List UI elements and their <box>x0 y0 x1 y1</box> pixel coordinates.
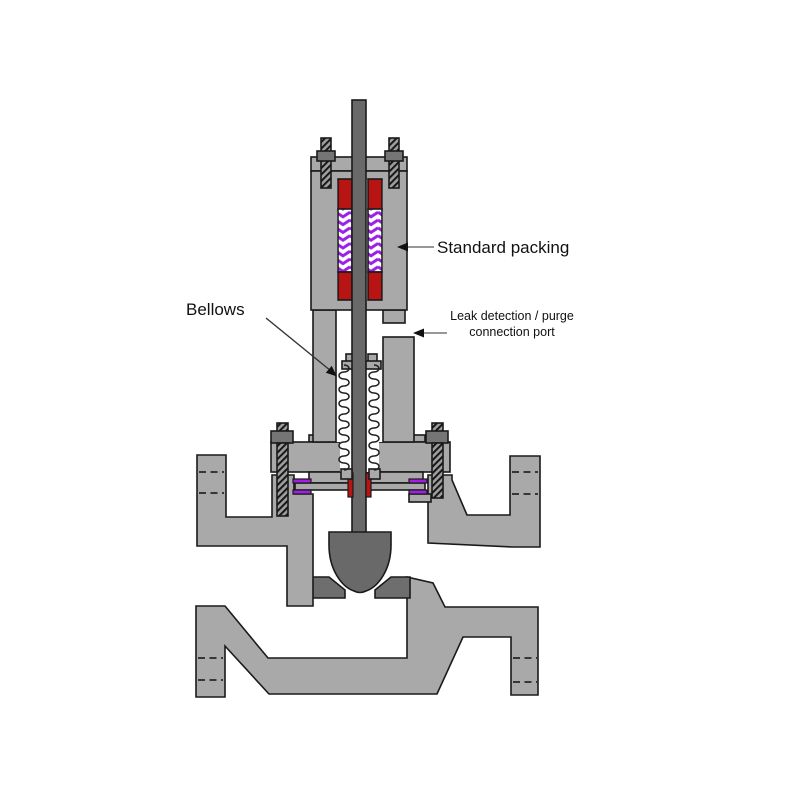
neck-wall-left <box>312 309 337 443</box>
leak-port-arrowhead-icon <box>413 328 424 338</box>
packing-arrowhead-icon <box>397 242 408 252</box>
bellows-leader-line <box>265 317 332 372</box>
gasket-ledge-right <box>408 493 432 503</box>
packing-follower-top-right <box>367 178 383 211</box>
bonnet-stud-left <box>276 442 289 517</box>
flange-bolt-hole-dashes <box>198 471 538 683</box>
gasket-lower-right <box>408 489 428 495</box>
neck-wall-right-below-port <box>382 336 415 443</box>
gland-nut-left <box>316 150 336 162</box>
gland-stud-left <box>320 137 332 189</box>
leak-port-label-line2: connection port <box>469 325 555 339</box>
standard-packing-label: Standard packing <box>437 238 570 257</box>
bellows-right <box>368 364 380 471</box>
gasket-lower-left <box>292 489 312 495</box>
leak-port-label-line1: Leak detection / purge <box>450 309 574 323</box>
gland-nut-right <box>384 150 404 162</box>
bellows-arrowhead-icon <box>325 365 337 377</box>
packing-follower-bottom-left <box>337 271 353 301</box>
valve-plug <box>328 531 392 594</box>
packing-follower-top-left <box>337 178 353 211</box>
bellows-label: Bellows <box>186 300 245 319</box>
standard-packing-right <box>367 208 383 273</box>
bellows-cuff-left <box>340 468 353 480</box>
packing-follower-bottom-right <box>367 271 383 301</box>
gasket-upper-left <box>292 478 312 484</box>
seat-ring-right <box>374 576 411 599</box>
neck-wall-right-above-port <box>382 309 406 324</box>
leak-port-label: Leak detection / purge connection port <box>445 308 579 340</box>
bonnet-stud-right <box>431 442 444 499</box>
valve-body-upper-right <box>427 455 541 548</box>
valve-body-lower <box>195 575 539 698</box>
gasket-upper-right <box>408 478 428 484</box>
bellows-left <box>338 364 350 471</box>
standard-packing-left <box>337 208 353 273</box>
bonnet-nut-left <box>270 430 294 444</box>
leaders <box>265 242 447 377</box>
bellows-cuff-right <box>368 468 381 480</box>
gland-stud-right <box>388 137 400 189</box>
bonnet-nut-right <box>425 430 449 444</box>
valve-stem <box>351 99 367 546</box>
